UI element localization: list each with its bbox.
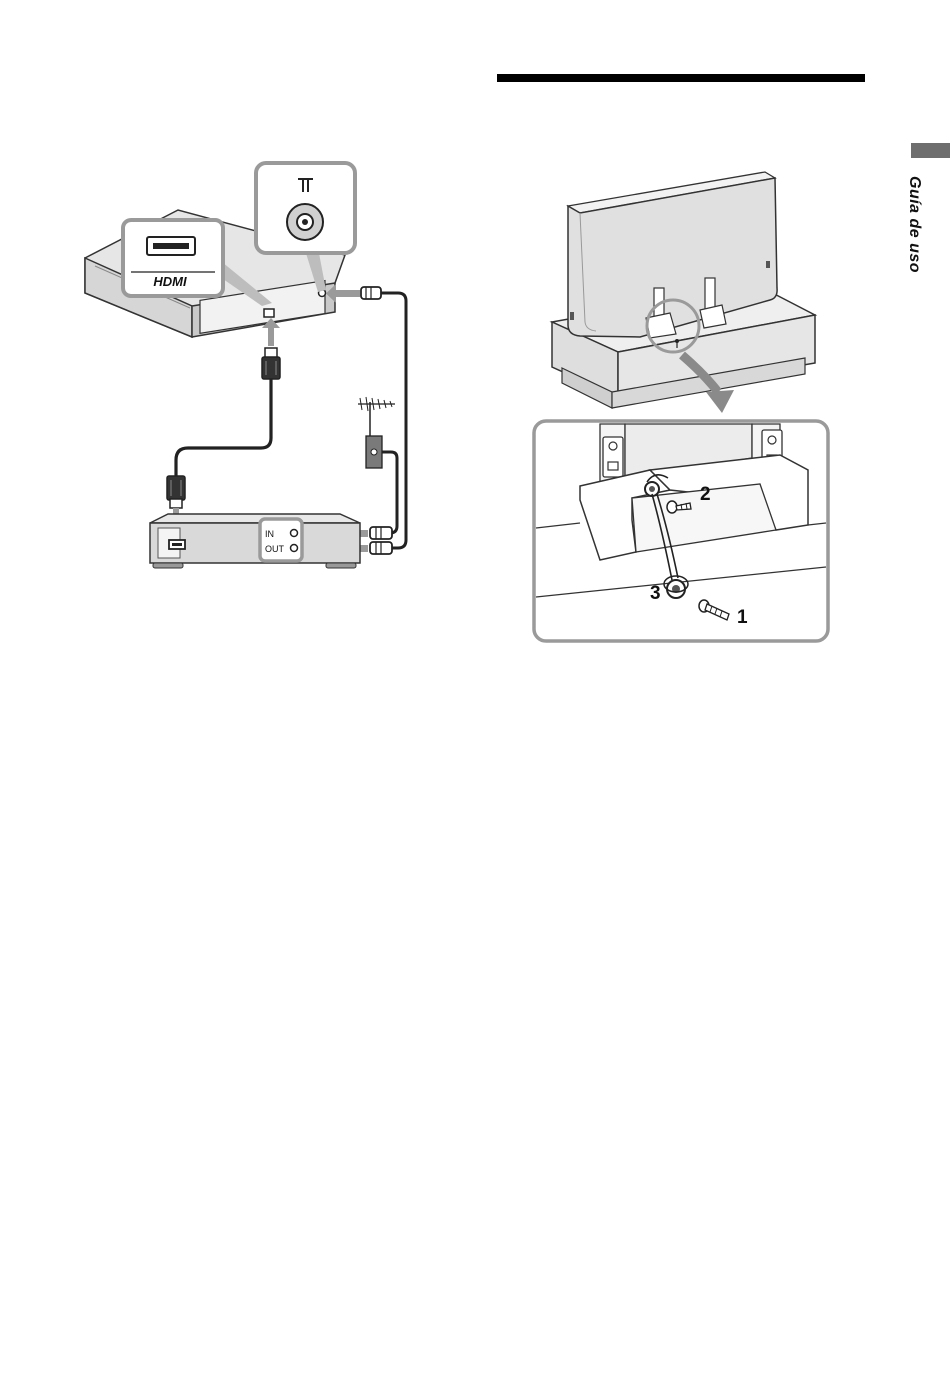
step-3-label: 3	[650, 583, 661, 604]
recorder-rf-panel: IN OUT	[260, 519, 302, 561]
hdmi-logo: HDMI	[153, 274, 187, 289]
antenna	[358, 397, 395, 440]
rf-plug-top	[361, 287, 381, 299]
tv-stand-diagram: 2 3 1	[534, 172, 828, 641]
rf-plug-out	[370, 542, 392, 554]
zoom-detail-panel: 2 3 1	[534, 421, 828, 641]
hdmi-plug-bottom	[167, 476, 185, 508]
rf-plug-in	[370, 527, 392, 539]
hdmi-plug-top	[262, 348, 280, 379]
port-in-label: IN	[265, 529, 274, 539]
port-out-label: OUT	[265, 544, 285, 554]
step-2-label: 2	[700, 484, 711, 505]
antenna-wall-outlet	[366, 436, 382, 468]
recorder-device	[150, 514, 360, 568]
connection-diagram: HDMI	[85, 163, 406, 568]
step-1-label: 1	[737, 607, 748, 628]
